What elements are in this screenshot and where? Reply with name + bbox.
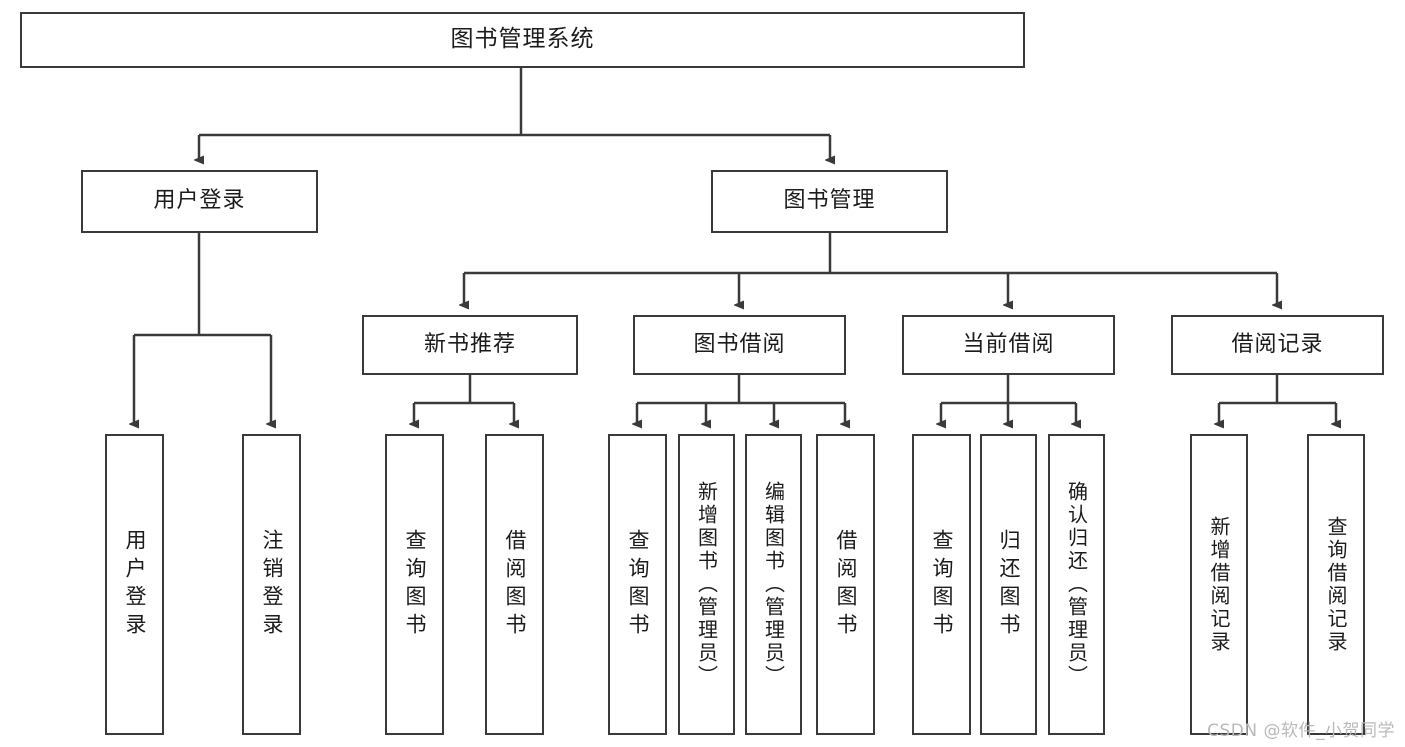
- node-label: 新增借阅记录: [1207, 515, 1231, 654]
- node-label: 归还图书: [997, 528, 1021, 641]
- leaf-newbook-query[interactable]: 查询图书: [385, 434, 444, 735]
- node-label: 查询图书: [930, 528, 954, 641]
- node-label: 新增图书（管理员）: [694, 481, 719, 688]
- node-label: 注销登录: [260, 528, 284, 641]
- leaf-records-query[interactable]: 查询借阅记录: [1307, 434, 1365, 735]
- leaf-newbook-borrow[interactable]: 借阅图书: [485, 434, 544, 735]
- node-book-borrow[interactable]: 图书借阅: [633, 315, 846, 375]
- leaf-borrow-edit-admin[interactable]: 编辑图书（管理员）: [745, 434, 802, 735]
- node-label: 查询借阅记录: [1324, 515, 1348, 654]
- node-label: 图书借阅: [693, 331, 786, 357]
- leaf-user-login-signout[interactable]: 注销登录: [242, 434, 301, 735]
- node-label: 借阅图书: [503, 528, 527, 641]
- node-label: 当前借阅: [962, 331, 1055, 357]
- node-borrow-records[interactable]: 借阅记录: [1171, 315, 1384, 375]
- node-label: 用户登录: [123, 528, 147, 641]
- node-root-library-system[interactable]: 图书管理系统: [20, 12, 1025, 68]
- leaf-records-add[interactable]: 新增借阅记录: [1190, 434, 1248, 735]
- leaf-user-login-signin[interactable]: 用户登录: [105, 434, 164, 735]
- node-label: 查询图书: [403, 528, 427, 641]
- node-label: 新书推荐: [423, 331, 516, 357]
- leaf-current-confirm-return-admin[interactable]: 确认归还（管理员）: [1048, 434, 1105, 735]
- node-new-book-recommend[interactable]: 新书推荐: [362, 315, 578, 375]
- node-label: 图书管理: [783, 188, 876, 214]
- node-label: 用户登录: [153, 188, 246, 214]
- node-label: 借阅图书: [834, 528, 858, 641]
- leaf-current-query[interactable]: 查询图书: [912, 434, 971, 735]
- node-label: 图书管理系统: [450, 26, 595, 53]
- node-label: 确认归还（管理员）: [1064, 481, 1089, 688]
- leaf-current-return[interactable]: 归还图书: [980, 434, 1037, 735]
- leaf-borrow-add-admin[interactable]: 新增图书（管理员）: [678, 434, 735, 735]
- node-label: 编辑图书（管理员）: [761, 481, 786, 688]
- csdn-watermark: CSDN @软件_小贺同学: [1207, 721, 1395, 741]
- leaf-borrow-borrow[interactable]: 借阅图书: [816, 434, 875, 735]
- node-current-borrow[interactable]: 当前借阅: [902, 315, 1115, 375]
- leaf-borrow-query[interactable]: 查询图书: [608, 434, 667, 735]
- node-user-login[interactable]: 用户登录: [81, 170, 318, 233]
- node-label: 查询图书: [626, 528, 650, 641]
- node-book-management[interactable]: 图书管理: [711, 170, 948, 233]
- node-label: 借阅记录: [1231, 331, 1324, 357]
